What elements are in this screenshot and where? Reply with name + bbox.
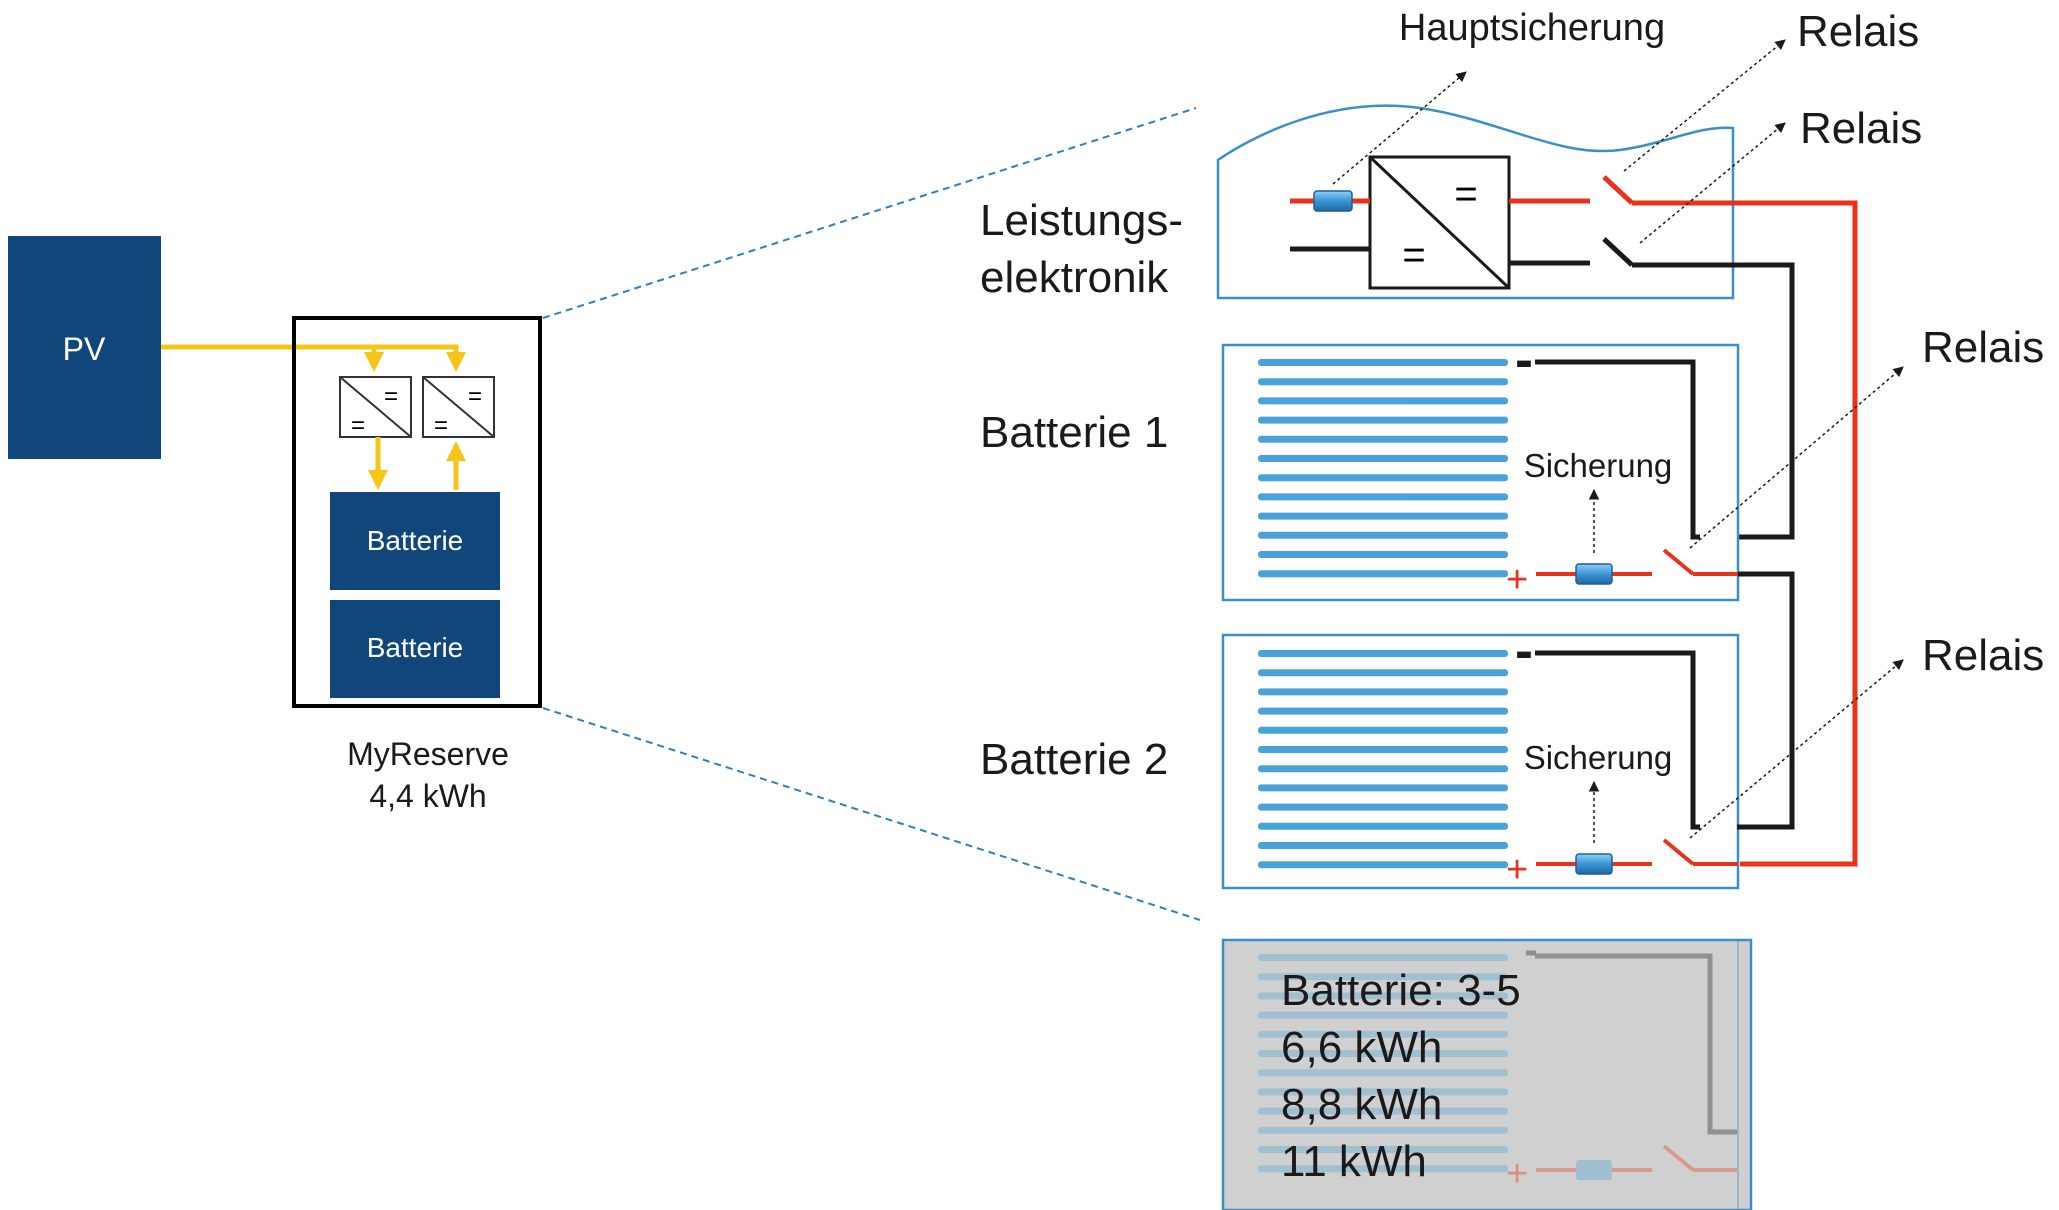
expansion-capacity-3: 11 kWh [1281,1137,1427,1186]
battery-link-negative [1737,571,1795,830]
expansion-capacity-1: 6,6 kWh [1281,1023,1442,1072]
zoom-dashed-lines [542,107,1201,921]
battery1-fuse-label: Sicherung [1524,447,1673,484]
battery-power-lines [368,437,466,490]
pv-label: PV [63,331,106,367]
converter-symbol-bottom: = [351,412,365,439]
expansion-panel: + Batterie: 3-5 6,6 kWh 8,8 kWh 11 kWh [1221,938,1753,1210]
main-fuse [1313,190,1353,212]
expansion-battery-count: Batterie: 3-5 [1281,966,1521,1015]
battery2-plus: + [1506,849,1528,891]
power-electronics-panel [1216,104,1735,300]
main-converter: = = [1368,155,1511,290]
dc-dc-converter-2: = = [422,376,495,439]
dc-dc-converter-1: = = [339,376,412,439]
relay-label-2: Relais [1800,104,1922,153]
battery2-panel: - + Sicherung [1221,621,1740,891]
converter-symbol-top: = [1454,172,1477,216]
converter-symbol-top: = [468,383,482,410]
myreserve-unit: = = = = Batterie Batterie [292,316,542,708]
expansion-capacity-2: 8,8 kWh [1281,1080,1442,1129]
device-name: MyReserve [347,736,509,772]
power-electronics-label-line2: elektronik [980,253,1169,302]
relay-label-4: Relais [1922,631,2044,680]
battery2-label: Batterie 2 [980,735,1168,784]
converter-symbol-bottom: = [434,412,448,439]
converter-symbol-top: = [384,383,398,410]
pv-block: PV [8,236,161,459]
battery-label: Batterie [367,525,464,556]
main-wiring-negative [1290,237,1795,540]
battery1-plus: + [1506,559,1528,601]
pv-power-lines [161,344,466,372]
battery-block-2: Batterie [330,600,500,698]
expansion-plus: + [1506,1153,1528,1195]
power-electronics-label-line1: Leistungs- [980,196,1183,245]
annotation-pointers [1332,39,1904,839]
battery1-minus: - [1515,330,1533,390]
battery-label: Batterie [367,632,464,663]
main-fuse-label: Hauptsicherung [1399,7,1665,49]
battery-block-1: Batterie [330,492,500,590]
relay-label-1: Relais [1797,7,1919,56]
battery1-fuse [1575,563,1613,585]
battery2-minus: - [1515,621,1533,681]
converter-symbol-bottom: = [1402,233,1425,277]
battery1-label: Batterie 1 [980,408,1168,457]
battery2-fuse [1575,853,1613,875]
battery1-panel: - + Sicherung [1221,330,1740,602]
battery2-fuse-label: Sicherung [1524,739,1673,776]
relay-label-3: Relais [1922,323,2044,372]
device-capacity: 4,4 kWh [369,778,486,814]
